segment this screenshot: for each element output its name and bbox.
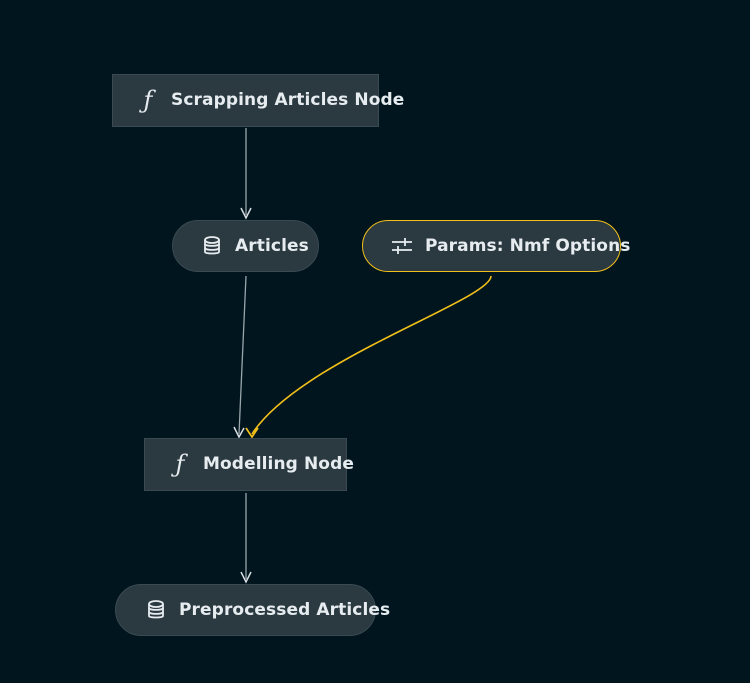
node-label: Modelling Node	[203, 454, 354, 474]
node-label: Preprocessed Articles	[179, 599, 391, 620]
function-icon: ƒ	[175, 449, 185, 478]
edge-articles-to-modelling	[233, 275, 247, 439]
node-preprocessed-articles[interactable]: Preprocessed Articles	[115, 584, 390, 636]
node-modelling[interactable]: ƒ Modelling Node	[144, 438, 354, 491]
node-params-nmf-options[interactable]: Params: Nmf Options	[362, 220, 630, 272]
node-scrapping-articles[interactable]: ƒ Scrapping Articles Node	[112, 74, 404, 127]
edge-modelling-to-preprocessed	[240, 493, 252, 584]
node-articles[interactable]: Articles	[172, 220, 319, 272]
edge-scrapping-to-articles	[240, 128, 252, 220]
node-label: Scrapping Articles Node	[171, 90, 405, 110]
function-icon: ƒ	[143, 85, 153, 114]
node-label: Articles	[235, 235, 309, 256]
node-label: Params: Nmf Options	[425, 235, 631, 256]
sliders-icon	[391, 235, 413, 257]
edge-params-to-modelling	[245, 275, 492, 439]
database-icon	[201, 235, 223, 257]
database-icon	[145, 599, 167, 621]
